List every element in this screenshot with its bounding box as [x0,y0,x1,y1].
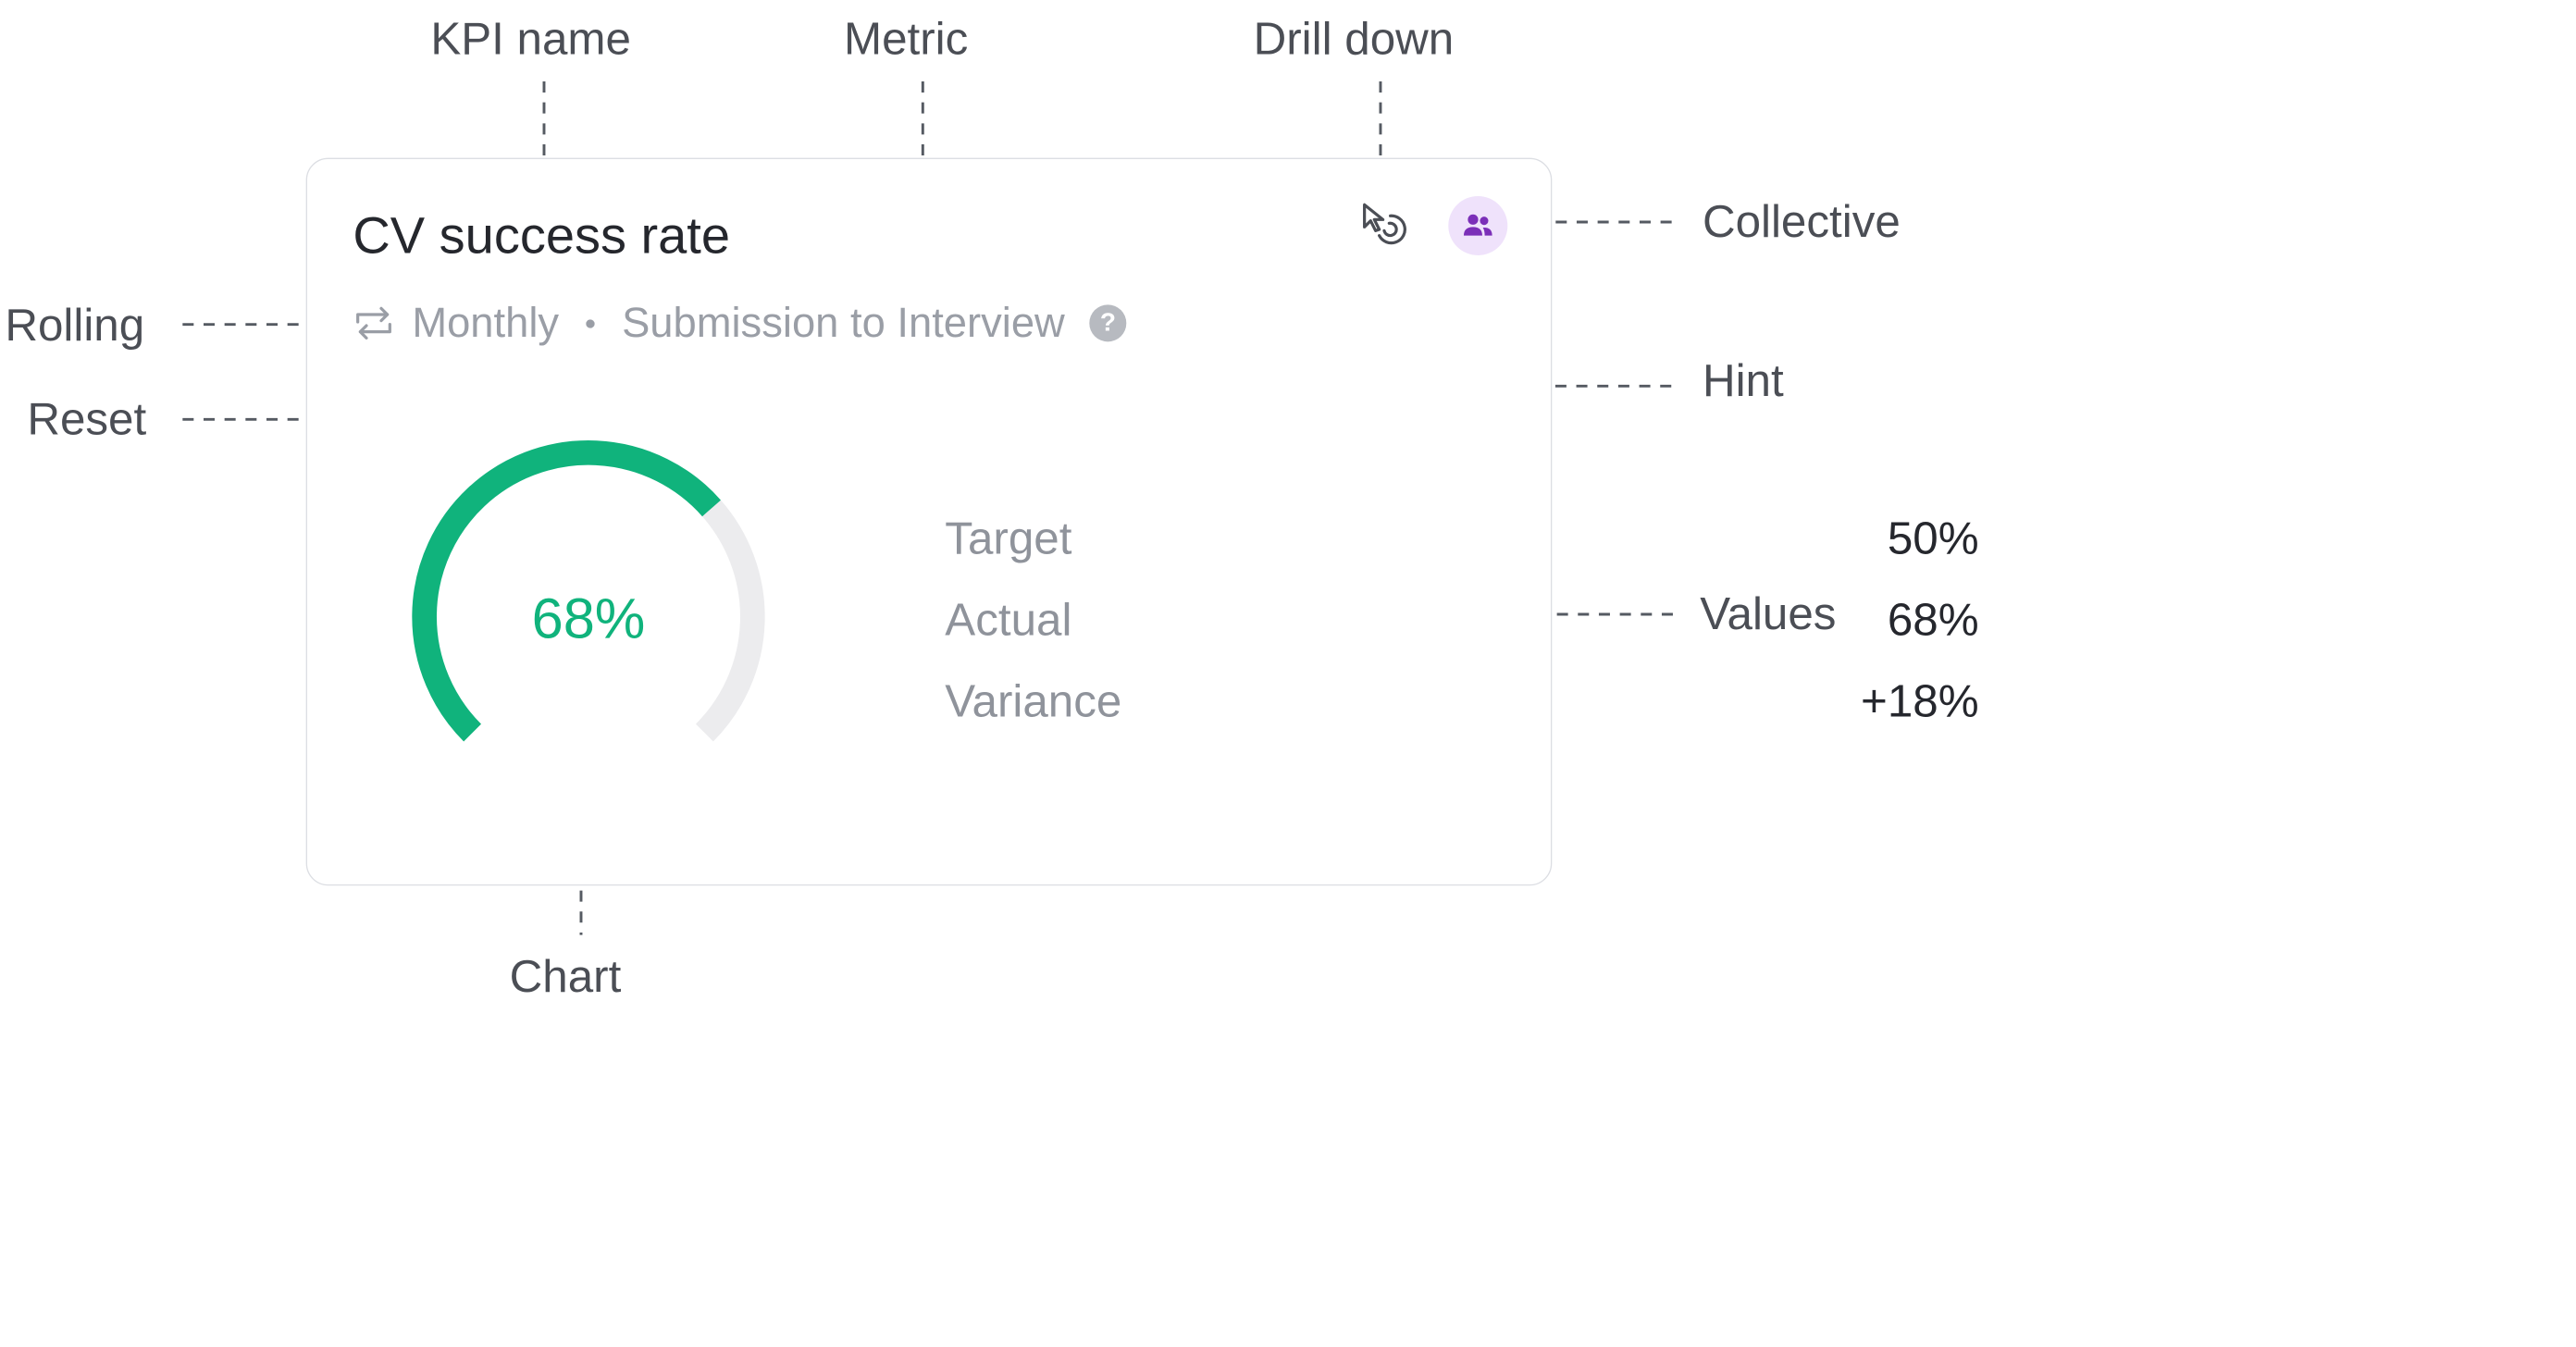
kpi-period: Monthly [412,299,560,347]
kpi-meta-row: Monthly Submission to Interview ? [351,299,1127,348]
value-target: 50% [1887,513,1979,564]
kpi-metric: Submission to Interview [622,299,1065,347]
pointer-click-icon[interactable] [1355,197,1409,252]
callout-values: Values [1700,587,1837,639]
callout-collective: Collective [1702,195,1901,247]
callout-drill-down: Drill down [1253,13,1455,65]
value-actual: 68% [1887,594,1979,646]
kpi-title: CV success rate [353,205,731,265]
value-label-actual: Actual [945,594,1072,646]
gauge-chart [412,440,765,742]
gauge-track [695,500,765,742]
value-variance: +18% [1861,675,1979,727]
value-label-variance: Variance [945,675,1122,727]
question-circle-icon[interactable]: ? [1089,304,1127,342]
kpi-card[interactable] [305,157,1553,886]
callout-hint: Hint [1702,354,1784,406]
refresh-arrows-icon [351,304,398,341]
value-label-target: Target [945,513,1072,564]
meta-separator-dot [586,318,595,327]
callout-chart: Chart [509,950,622,1002]
gauge-value-label: 68% [531,586,646,650]
callout-metric: Metric [843,13,969,65]
gauge-fill [412,440,721,742]
callout-reset: Reset [27,393,147,444]
callout-kpi-name: KPI name [430,13,631,65]
people-icon[interactable] [1448,195,1508,255]
callout-rolling: Rolling [5,299,145,351]
